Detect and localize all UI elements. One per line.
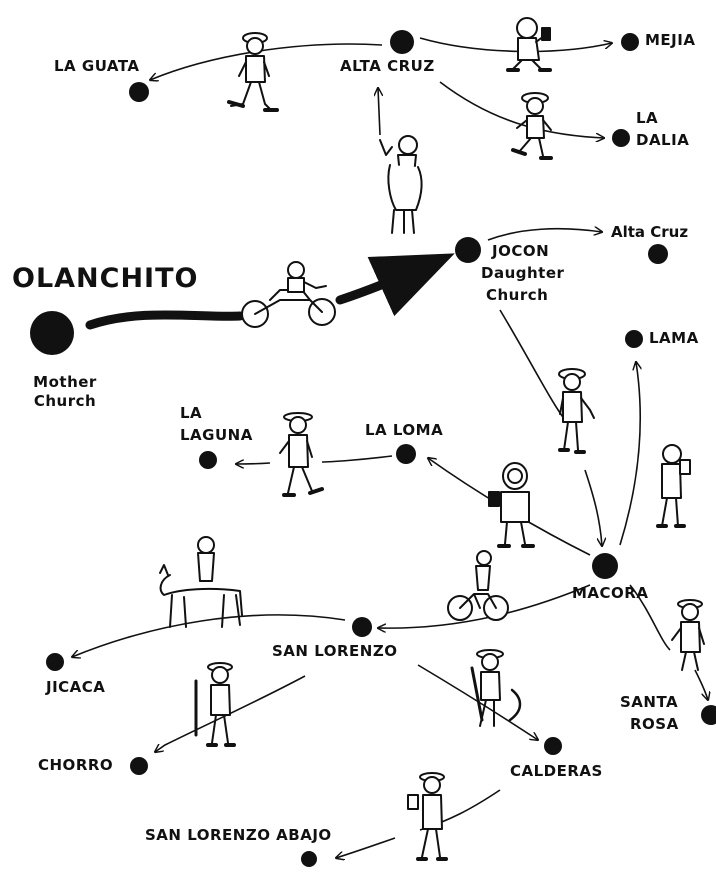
san-lorenzo-abajo-node (301, 851, 317, 867)
san-lorenzo-abajo-label: SAN LORENZO ABAJO (145, 826, 332, 844)
macora-to-lama-arrow (619, 362, 640, 546)
santa-rosa-label-line2: ROSA (630, 715, 679, 733)
san-lorenzo-to-jicaca-arrow (72, 614, 346, 657)
mejia-node (621, 33, 639, 51)
la-guata-label: LA GUATA (54, 57, 140, 75)
connections (72, 37, 708, 858)
macora-node (592, 553, 618, 579)
walking-man-icon (227, 32, 279, 112)
donkey-rider-icon (159, 536, 243, 628)
la-loma-to-la-laguna-arrow (236, 456, 393, 464)
lama-label: LAMA (649, 329, 699, 347)
walking-man-icon (194, 662, 236, 747)
santa-rosa-node (701, 705, 716, 725)
alta-cruz-top-node (390, 30, 414, 54)
motorcyclist-icon (241, 261, 336, 328)
mother-church-label-line2: Church (33, 392, 97, 410)
la-dalia-label-line2: DALIA (636, 131, 690, 149)
la-laguna-label-line2: LAGUNA (180, 426, 253, 444)
san-lorenzo-label: SAN LORENZO (272, 642, 398, 660)
jocon-node (455, 237, 481, 263)
alta-cruz-right-label: Alta Cruz (611, 223, 689, 241)
donkey-rider-icon (379, 135, 423, 234)
mejia-label: MEJIA (645, 31, 696, 49)
jocon-to-alta-cruz-right-arrow (487, 229, 602, 241)
santa-rosa-label-line1: SANTA (620, 693, 679, 711)
calderas-label: CALDERAS (510, 762, 603, 780)
walking-man-icon (558, 368, 595, 454)
olanchito-node (30, 311, 74, 355)
la-guata-node (129, 82, 149, 102)
jocon-church-label: Church (486, 286, 549, 304)
man-reading-icon (656, 444, 691, 528)
chorro-node (130, 757, 148, 775)
la-dalia-label-line1: LA (636, 109, 659, 127)
man-reading-icon (407, 772, 448, 861)
la-dalia-node (612, 129, 630, 147)
figures (159, 17, 705, 861)
jicaca-label: JICACA (46, 678, 106, 696)
san-lorenzo-node (352, 617, 372, 637)
la-laguna-label-line1: LA (180, 404, 203, 422)
macora-to-santa-rosa-arrow (629, 584, 708, 700)
olanchito-label: OLANCHITO (12, 263, 199, 294)
jicaca-node (46, 653, 64, 671)
alta-cruz-to-mejia-arrow (419, 37, 612, 53)
la-loma-node (396, 444, 416, 464)
mother-church-label-line1: Mother (33, 373, 97, 391)
man-reading-icon (506, 17, 552, 72)
macora-label: MACORA (572, 584, 649, 602)
la-laguna-node (199, 451, 217, 469)
bicyclist-icon (447, 550, 509, 621)
jocon-label: JOCON (492, 242, 550, 260)
olanchito-to-jocon-arrow (85, 260, 440, 325)
nodes (30, 30, 716, 867)
walking-man-icon (671, 599, 705, 671)
alta-cruz-to-la-dalia-arrow (439, 81, 604, 138)
chorro-label: CHORRO (38, 756, 114, 774)
walking-man-icon (279, 412, 324, 497)
man-reading-icon (488, 462, 535, 548)
alta-cruz-top-label: ALTA CRUZ (340, 57, 435, 75)
jocon-daughter-label: Daughter (481, 264, 565, 282)
walking-man-icon (511, 92, 553, 160)
man-with-hoe-icon (470, 649, 522, 727)
alta-cruz-right-node (648, 244, 668, 264)
calderas-node (544, 737, 562, 755)
lama-node (625, 330, 643, 348)
jocon-to-alta-cruz-top-arrow (378, 88, 380, 136)
san-lorenzo-to-chorro-arrow (155, 675, 306, 752)
la-loma-label: LA LOMA (365, 421, 444, 439)
